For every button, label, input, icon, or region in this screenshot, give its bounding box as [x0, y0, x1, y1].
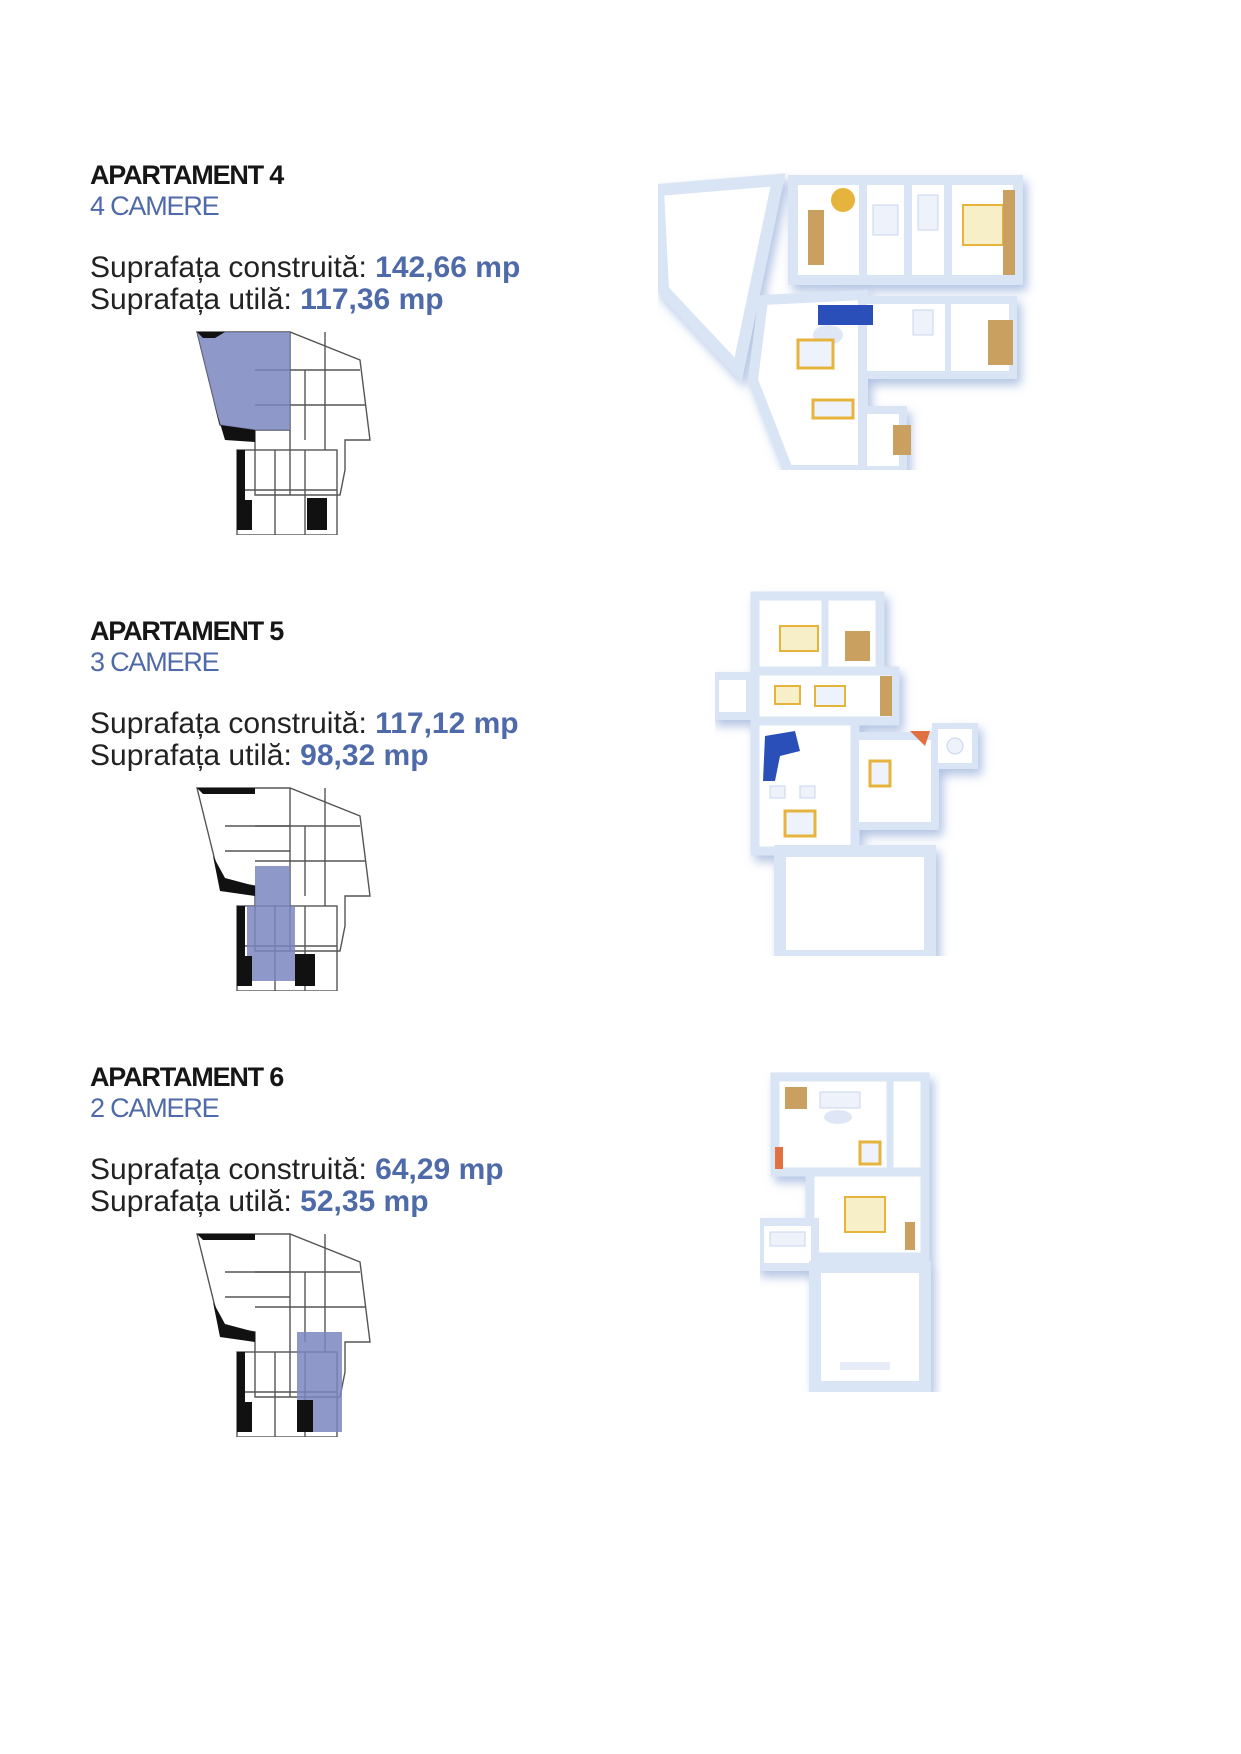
apartment-3d-render — [658, 173, 1023, 470]
usable-area-label: Suprafața utilă: — [90, 283, 292, 316]
usable-area-value: 117,36 mp — [300, 283, 444, 316]
apartment-title: APARTAMENT 5 — [90, 616, 284, 646]
apartment-3d-render — [760, 1072, 931, 1392]
apartment-rooms: 3 CAMERE — [90, 647, 220, 677]
floor-keyplan — [196, 331, 371, 535]
apartment-rooms: 4 CAMERE — [90, 191, 220, 221]
built-area-value: 64,29 mp — [375, 1153, 504, 1186]
apartment-title: APARTAMENT 6 — [90, 1062, 284, 1092]
apartment-6-info: APARTAMENT 6 2 CAMERE Suprafața construi… — [90, 1062, 650, 1218]
usable-area-row: Suprafața utilă: 98,32 mp — [90, 740, 650, 772]
built-area-row: Suprafața construită: 64,29 mp — [90, 1154, 650, 1186]
built-area-label: Suprafața construită: — [90, 251, 367, 284]
usable-area-row: Suprafața utilă: 117,36 mp — [90, 284, 650, 316]
usable-area-value: 52,35 mp — [300, 1185, 429, 1218]
highlighted-unit — [247, 866, 295, 981]
apartment-4-info: APARTAMENT 4 4 CAMERE Suprafața construi… — [90, 160, 650, 316]
usable-area-label: Suprafața utilă: — [90, 739, 292, 772]
floor-keyplan — [196, 787, 371, 991]
built-area-row: Suprafața construită: 142,66 mp — [90, 252, 650, 284]
built-area-row: Suprafața construită: 117,12 mp — [90, 708, 650, 740]
built-area-label: Suprafața construită: — [90, 1153, 367, 1186]
built-area-value: 117,12 mp — [375, 707, 519, 740]
apartment-title: APARTAMENT 4 — [90, 160, 284, 190]
apartment-5-info: APARTAMENT 5 3 CAMERE Suprafața construi… — [90, 616, 650, 772]
floor-keyplan — [196, 1233, 371, 1437]
highlighted-unit — [197, 332, 290, 430]
usable-area-row: Suprafața utilă: 52,35 mp — [90, 1186, 650, 1218]
apartment-3d-render — [715, 591, 978, 956]
built-area-label: Suprafața construită: — [90, 707, 367, 740]
apartment-rooms: 2 CAMERE — [90, 1093, 220, 1123]
usable-area-label: Suprafața utilă: — [90, 1185, 292, 1218]
built-area-value: 142,66 mp — [375, 251, 521, 284]
usable-area-value: 98,32 mp — [300, 739, 429, 772]
